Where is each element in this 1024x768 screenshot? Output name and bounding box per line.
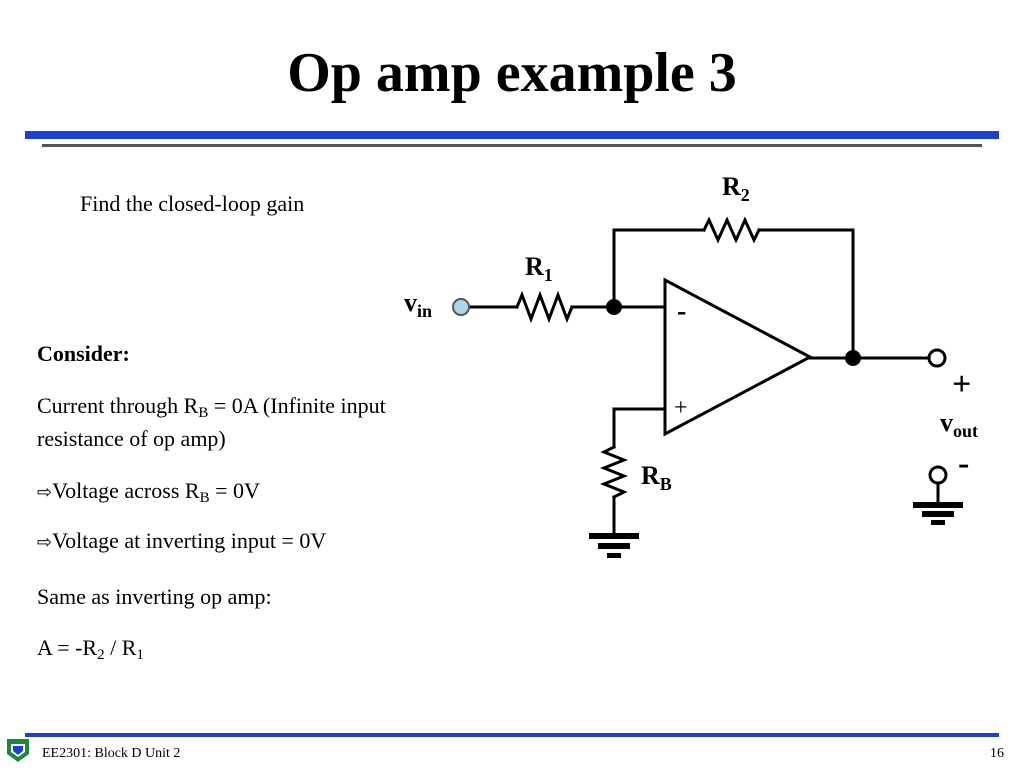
voltage-across-suffix: = 0V [209,478,260,503]
consider-heading: Consider: [37,341,130,366]
page-number: 16 [990,746,1004,761]
vin-label: vin [404,288,433,321]
inverting-node-dot [606,299,622,315]
gain-sub-r1: 1 [136,647,144,663]
university-logo-icon [7,739,29,762]
voltage-inverting-text: Voltage at inverting input = 0V [52,528,327,553]
r2-label: R2 [722,172,750,205]
vin-label-sub: in [417,301,433,321]
noninverting-input-sign: + [674,395,688,421]
current-suffix: = 0A (Infinite input [208,393,386,418]
vout-label: vout [940,408,979,441]
output-plus-sign: + [952,366,972,403]
voltage-across-line: ⇨Voltage across RB = 0V [37,477,260,507]
arrow-right-icon: ⇨ [37,482,53,503]
r1-label-main: R [525,252,544,281]
rb-label: RB [641,461,672,494]
rb-label-sub: B [659,474,672,494]
same-as-text: Same as inverting op amp: [37,584,272,609]
vout-terminal-icon [927,348,947,368]
op-amp-triangle [663,277,814,437]
output-node-dot [845,350,861,366]
ground-icon-mid [598,543,630,549]
prompt-text: Find the closed-loop gain [80,191,305,216]
vin-terminal-icon [452,298,470,316]
r1-label-sub: 1 [543,265,553,285]
voltage-inverting-line: ⇨Voltage at inverting input = 0V [37,527,326,557]
title-rule-blue [25,131,999,139]
title-rule-gray [42,144,982,147]
current-line: Current through RB = 0A (Infinite input [37,392,386,421]
r2-label-sub: 2 [740,185,750,205]
vin-label-main: v [404,288,417,317]
footer-course: EE2301: Block D Unit 2 [42,746,181,761]
footer-rule [25,733,999,737]
slide-title: Op amp example 3 [287,42,737,104]
vout-label-sub: out [953,421,979,441]
arrow-right-icon: ⇨ [37,532,53,553]
rb-resistor [599,444,629,500]
gain-mid: / R [104,635,137,660]
vout-label-main: v [940,408,953,437]
gain-formula: A = -R2 / R1 [37,634,144,663]
current-sub: B [198,405,209,421]
r2-label-main: R [722,172,741,201]
current-line-2: resistance of op amp) [37,426,226,451]
r1-resistor [515,290,574,324]
vout-ground-terminal-icon [928,465,948,485]
gain-sub-r2: 2 [97,647,105,663]
ground-icon [589,533,639,539]
output-minus-sign: - [958,445,970,482]
ground-icon-low [607,553,621,558]
ground-icon [913,502,963,508]
r1-label: R1 [525,252,553,285]
ground-icon-low [931,520,945,525]
r2-resistor [701,216,762,244]
voltage-across-prefix: Voltage across R [52,478,200,503]
ground-icon-mid [922,511,954,517]
voltage-across-sub: B [199,490,210,506]
rb-label-main: R [641,461,660,490]
current-prefix: Current through R [37,393,199,418]
inverting-input-sign: - [677,296,687,327]
gain-prefix: A = -R [37,635,98,660]
